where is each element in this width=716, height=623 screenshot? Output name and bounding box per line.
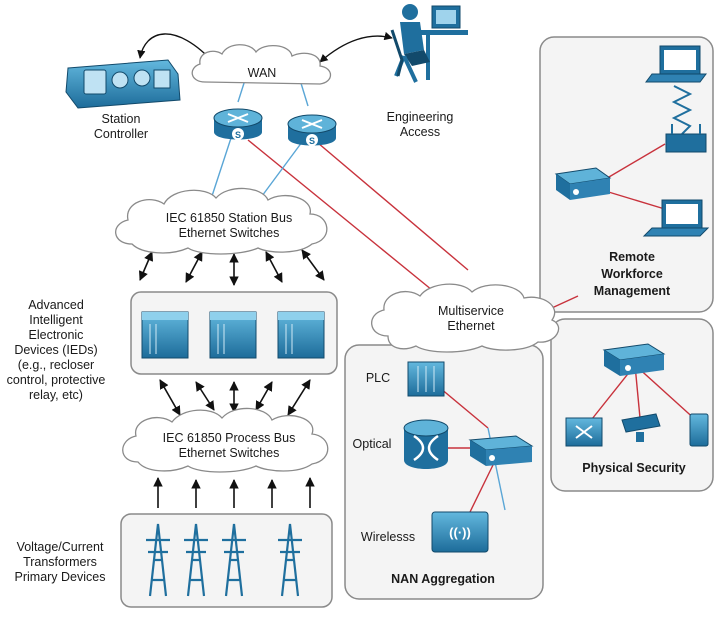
- optical-transport-icon: [403, 419, 449, 469]
- engineering-access-label-line1: Engineering: [386, 110, 454, 124]
- station-bus-cloud: [115, 187, 328, 255]
- plc-label: PLC: [365, 371, 391, 385]
- engineering-access-label-line2: Access: [399, 125, 441, 139]
- multiservice-label-line2: Ethernet: [447, 319, 495, 333]
- wireless-label: Wirelesss: [360, 530, 416, 544]
- wireless-router-icon: ((·)): [431, 511, 489, 553]
- multiservice-label-line1: Multiservice: [438, 304, 504, 318]
- remote-workforce-label-line3: Management: [593, 284, 671, 298]
- primary-devices-label-line2: Transformers: [23, 555, 97, 569]
- ied-device-icon: [141, 311, 189, 359]
- ied-label-line5: (e.g., recloser: [17, 358, 95, 372]
- process-bus-label-line2: Ethernet Switches: [178, 446, 280, 460]
- process-bus-cloud: [122, 407, 329, 473]
- ied-label-line7: relay, etc): [29, 388, 83, 402]
- ied-device-icon: [277, 311, 325, 359]
- station-bus-arrows: [138, 249, 325, 286]
- badge-reader-icon: [565, 417, 603, 447]
- multiservice-cloud: [371, 283, 560, 353]
- switch-icon: [554, 167, 612, 200]
- process-bus-arrows: [159, 379, 311, 416]
- primary-devices-panel: [120, 513, 333, 608]
- transmission-tower-icon: [222, 523, 246, 597]
- wan-label: WAN: [247, 66, 277, 80]
- remote-workforce-panel: [539, 36, 714, 313]
- router-icon: S: [213, 108, 263, 140]
- router-icon: S: [287, 114, 337, 146]
- nan-aggregation-label: NAN Aggregation: [391, 572, 495, 586]
- station-controller-icon: [65, 59, 181, 109]
- ied-device-icon: [209, 311, 257, 359]
- station-bus-label-line1: IEC 61850 Station Bus: [165, 211, 293, 225]
- engineer-workstation-icon: [390, 4, 468, 83]
- physical-security-label: Physical Security: [582, 461, 686, 475]
- remote-workforce-label-line2: Workforce: [601, 267, 663, 281]
- station-bus-label-line2: Ethernet Switches: [178, 226, 280, 240]
- tower-arrows: [153, 477, 315, 508]
- station-controller-label-line1: Station: [101, 112, 141, 126]
- router-badge: S: [309, 136, 315, 146]
- remote-workforce-label-line1: Remote: [609, 250, 655, 264]
- station-controller-label-line2: Controller: [93, 127, 149, 141]
- transmission-tower-icon: [278, 523, 302, 597]
- ied-label-line3: Electronic: [28, 328, 84, 342]
- wan-cloud: [191, 44, 332, 85]
- plc-rack-icon: [407, 361, 445, 397]
- ied-label-line6: control, protective: [6, 373, 106, 387]
- svg-text:((·)): ((·)): [449, 525, 471, 540]
- router-badge: S: [235, 130, 241, 140]
- ied-label-line4: Devices (IEDs): [14, 343, 98, 357]
- door-sensor-icon: [689, 413, 709, 447]
- transmission-tower-icon: [184, 523, 208, 597]
- laptop-icon: [642, 199, 710, 237]
- ied-label-line1: Advanced: [28, 298, 84, 312]
- ied-label-line2: Intelligent: [29, 313, 83, 327]
- transmission-tower-icon: [146, 523, 170, 597]
- optical-label: Optical: [352, 437, 392, 451]
- primary-devices-label-line3: Primary Devices: [14, 570, 106, 584]
- physical-security-panel: [550, 318, 714, 492]
- laptop-icon: [645, 45, 707, 83]
- primary-devices-label-line1: Voltage/Current: [16, 540, 104, 554]
- switch-icon: [468, 435, 534, 466]
- switch-icon: [602, 343, 666, 376]
- wireless-access-point-icon: [665, 85, 707, 153]
- process-bus-label-line1: IEC 61850 Process Bus: [162, 431, 296, 445]
- security-camera-icon: [621, 413, 661, 442]
